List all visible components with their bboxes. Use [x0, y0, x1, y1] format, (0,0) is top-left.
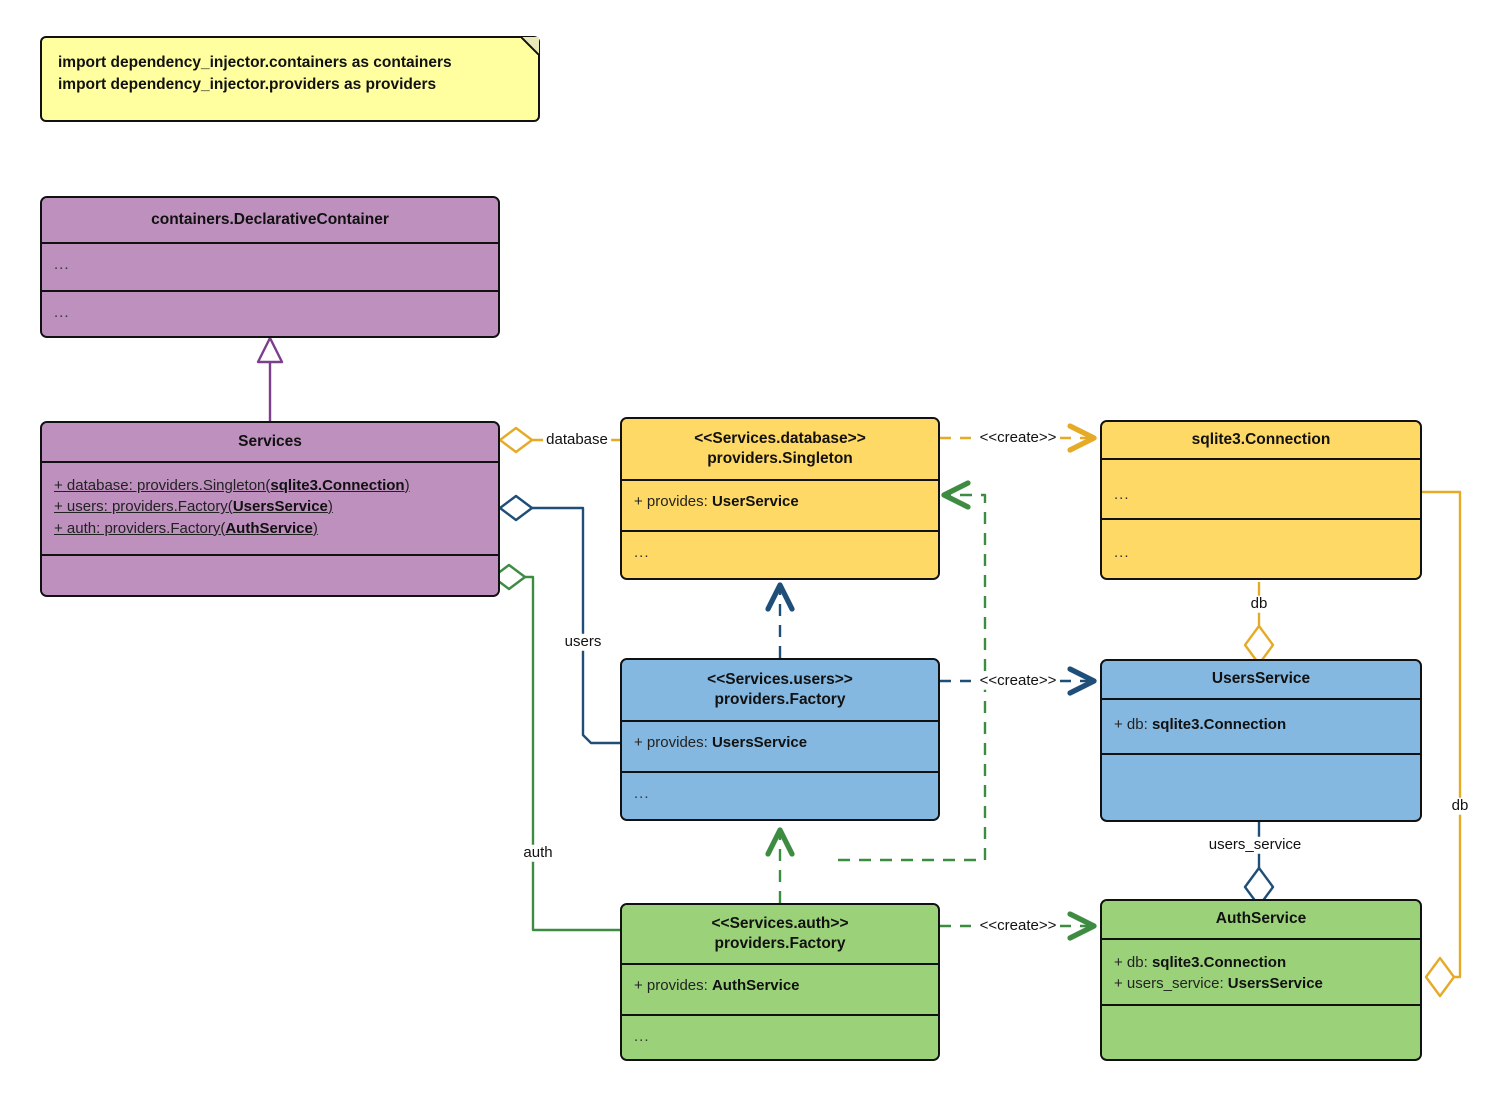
class-auth-service[interactable]: AuthService + db: sqlite3.Connection + u…	[1100, 899, 1422, 1061]
class-users-service-methods	[1102, 753, 1420, 819]
edge-label-db-users-service: db	[1247, 595, 1271, 613]
edge-aggregation-users	[498, 494, 620, 745]
class-sqlite-connection[interactable]: sqlite3.Connection ... ...	[1100, 420, 1422, 580]
class-auth-provider-stereotype: <<Services.auth>>	[711, 914, 849, 932]
class-auth-service-title: AuthService	[1102, 901, 1420, 938]
edge-label-users-service-auth: users_service	[1205, 836, 1305, 854]
class-sqlite-connection-methods: ...	[1102, 518, 1420, 578]
class-auth-provider-title: <<Services.auth>> providers.Factory	[622, 905, 938, 963]
class-services-attributes: + database: providers.Singleton(sqlite3.…	[42, 461, 498, 554]
class-database-provider-stereotype: <<Services.database>>	[694, 429, 866, 447]
class-auth-provider[interactable]: <<Services.auth>> providers.Factory + pr…	[620, 903, 940, 1061]
class-auth-provider-attributes: + provides: AuthService	[622, 963, 938, 1014]
edge-generalization-services-container	[256, 336, 284, 421]
class-services-attribute-database: + database: providers.Singleton(sqlite3.…	[54, 477, 410, 494]
class-auth-service-attributes: + db: sqlite3.Connection + users_service…	[1102, 938, 1420, 1004]
class-database-provider-methods: ...	[622, 530, 938, 578]
class-database-provider-title: <<Services.database>> providers.Singleto…	[622, 419, 938, 479]
edge-label-database: database	[543, 431, 611, 449]
class-database-provider[interactable]: <<Services.database>> providers.Singleto…	[620, 417, 940, 580]
class-sqlite-connection-attributes: ...	[1102, 458, 1420, 518]
edge-aggregation-auth	[491, 563, 620, 932]
class-database-provider-attributes: + provides: UserService	[622, 479, 938, 530]
import-note: import dependency_injector.containers as…	[40, 36, 540, 122]
class-users-provider-title: <<Services.users>> providers.Factory	[622, 660, 938, 720]
import-note-text: import dependency_injector.containers as…	[58, 54, 452, 94]
class-declarative-container-attributes: ...	[42, 242, 498, 290]
class-declarative-container-title: containers.DeclarativeContainer	[42, 198, 498, 242]
class-services-methods	[42, 554, 498, 595]
class-sqlite-connection-title: sqlite3.Connection	[1102, 422, 1420, 458]
class-users-provider[interactable]: <<Services.users>> providers.Factory + p…	[620, 658, 940, 821]
edge-aggregation-db-auth-service	[1422, 490, 1462, 998]
edge-label-db-auth-service: db	[1448, 797, 1472, 815]
class-services-attribute-users: + users: providers.Factory(UsersService)	[54, 498, 333, 516]
edge-label-users: users	[561, 633, 605, 651]
class-users-service[interactable]: UsersService + db: sqlite3.Connection	[1100, 659, 1422, 822]
class-services-attribute-auth: + auth: providers.Factory(AuthService)	[54, 519, 318, 537]
class-database-provider-name: providers.Singleton	[707, 450, 853, 467]
class-auth-service-attribute-users-service: + users_service: UsersService	[1114, 975, 1323, 993]
class-users-service-attributes: + db: sqlite3.Connection	[1102, 698, 1420, 753]
class-auth-provider-methods: ...	[622, 1014, 938, 1059]
class-users-provider-methods: ...	[622, 771, 938, 819]
edge-aggregation-users-service-auth	[1243, 822, 1275, 908]
class-users-provider-attributes: + provides: UsersService	[622, 720, 938, 771]
class-users-provider-stereotype: <<Services.users>>	[707, 670, 853, 688]
class-users-provider-name: providers.Factory	[714, 691, 846, 708]
class-services-title: Services	[42, 423, 498, 461]
class-auth-service-attribute-db: + db: sqlite3.Connection	[1114, 954, 1287, 971]
edge-label-create-users: <<create>>	[976, 672, 1060, 690]
class-users-service-title: UsersService	[1102, 661, 1420, 698]
edge-label-auth: auth	[520, 844, 556, 862]
class-declarative-container-methods: ...	[42, 290, 498, 336]
class-declarative-container[interactable]: containers.DeclarativeContainer ... ...	[40, 196, 500, 338]
note-fold-icon	[521, 37, 539, 55]
edge-label-create-database: <<create>>	[976, 429, 1060, 447]
class-auth-service-methods	[1102, 1004, 1420, 1058]
edge-label-create-auth: <<create>>	[976, 917, 1060, 935]
class-auth-provider-name: providers.Factory	[714, 935, 846, 952]
class-services[interactable]: Services + database: providers.Singleton…	[40, 421, 500, 597]
